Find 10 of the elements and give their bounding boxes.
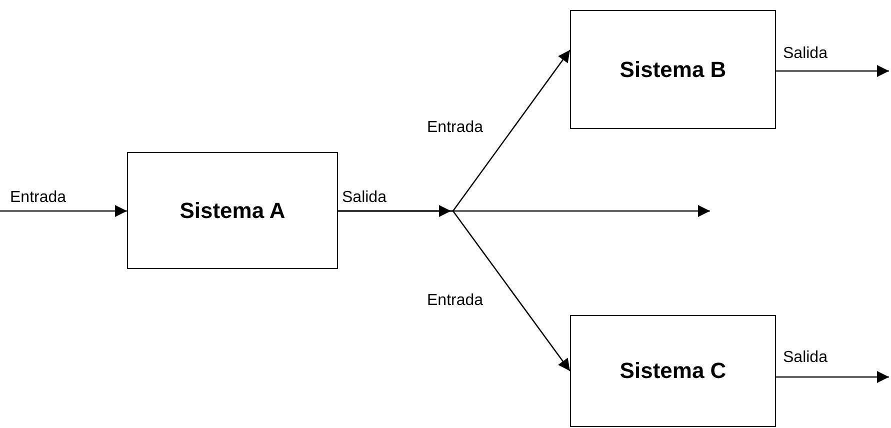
system-name: Sistema A — [180, 198, 286, 224]
system-name: Sistema C — [620, 358, 726, 384]
system-name: Sistema B — [620, 56, 726, 82]
arrow — [776, 65, 889, 77]
system-box — [127, 152, 338, 269]
arrow — [0, 205, 127, 217]
system-box — [570, 10, 776, 129]
system-box — [570, 315, 776, 427]
arrow — [776, 371, 889, 383]
arrow — [338, 210, 571, 372]
